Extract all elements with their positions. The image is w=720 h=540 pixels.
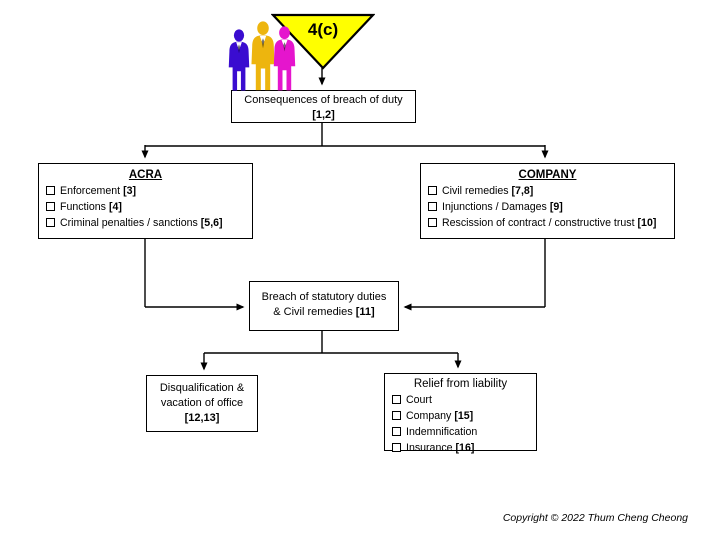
item-label: Court [406,394,432,406]
list-item: Insurance[16] [392,440,532,456]
checkbox-bullet-icon [392,443,401,452]
node-breach-line1: Breach of statutory duties [261,291,387,303]
list-item: Injunctions / Damages[9] [428,199,670,215]
item-ref: [4] [108,201,122,213]
node-breach-statutory: Breach of statutory duties & Civil remed… [249,281,399,331]
item-ref: [10] [637,217,657,229]
list-item: Criminal penalties / sanctions[5,6] [46,215,248,231]
checkbox-bullet-icon [428,202,437,211]
item-label: Injunctions / Damages [442,201,547,213]
node-disqualification-line1: Disqualification & [159,382,245,394]
checkbox-bullet-icon [46,202,55,211]
item-ref: [16] [455,442,475,454]
node-company: COMPANY Civil remedies[7,8] Injunctions … [420,163,675,239]
checkbox-bullet-icon [428,218,437,227]
checkbox-bullet-icon [46,186,55,195]
node-disqualification-line2: vacation of office [160,397,244,409]
node-acra: ACRA Enforcement[3] Functions[4] Crimina… [38,163,253,239]
checkbox-bullet-icon [392,427,401,436]
checkbox-bullet-icon [428,186,437,195]
node-consequences-ref: [1,2] [312,109,335,121]
item-ref: [5,6] [200,217,223,229]
node-consequences-line1: Consequences of breach of duty [244,94,403,106]
list-item: Indemnification [392,424,532,440]
node-company-title: COMPANY [518,169,577,181]
item-label: Indemnification [406,426,478,438]
item-label: Rescission of contract / constructive tr… [442,217,635,229]
copyright-text: Copyright © 2022 Thum Cheng Cheong [502,512,688,524]
list-item: Enforcement[3] [46,183,248,199]
item-label: Civil remedies [442,185,509,197]
person-blue-icon [228,29,250,91]
node-breach-ref: [11] [355,306,375,318]
checkbox-bullet-icon [392,395,401,404]
list-item: Court [392,392,532,408]
node-acra-title: ACRA [128,169,163,181]
item-ref: [3] [123,185,137,197]
person-magenta-icon [273,26,296,91]
list-item: Company[15] [392,408,532,424]
node-consequences: Consequences of breach of duty [1,2] [231,90,416,123]
item-label: Insurance [406,442,453,454]
item-ref: [7,8] [511,185,534,197]
node-relief: Relief from liability Court Company[15] … [384,373,537,454]
person-gold-icon [251,21,275,91]
badge-label: 4(c) [307,20,339,39]
list-item: Functions[4] [46,199,248,215]
item-label: Functions [60,201,106,213]
item-ref: [15] [454,410,474,422]
list-item: Rescission of contract / constructive tr… [428,215,670,231]
list-item: Civil remedies[7,8] [428,183,670,199]
item-ref: [9] [549,201,563,213]
node-relief-title: Relief from liability [413,378,508,390]
node-breach-line2-text: & Civil remedies [273,306,353,318]
section-marker-triangle-icon [271,13,375,70]
checkbox-bullet-icon [392,411,401,420]
node-breach-line2: & Civil remedies[11] [250,305,398,320]
node-disqualification: Disqualification & vacation of office [1… [146,375,258,432]
checkbox-bullet-icon [46,218,55,227]
item-label: Enforcement [60,185,121,197]
item-label: Criminal penalties / sanctions [60,217,198,229]
node-disqualification-ref: [12,13] [184,412,220,424]
item-label: Company [406,410,452,422]
